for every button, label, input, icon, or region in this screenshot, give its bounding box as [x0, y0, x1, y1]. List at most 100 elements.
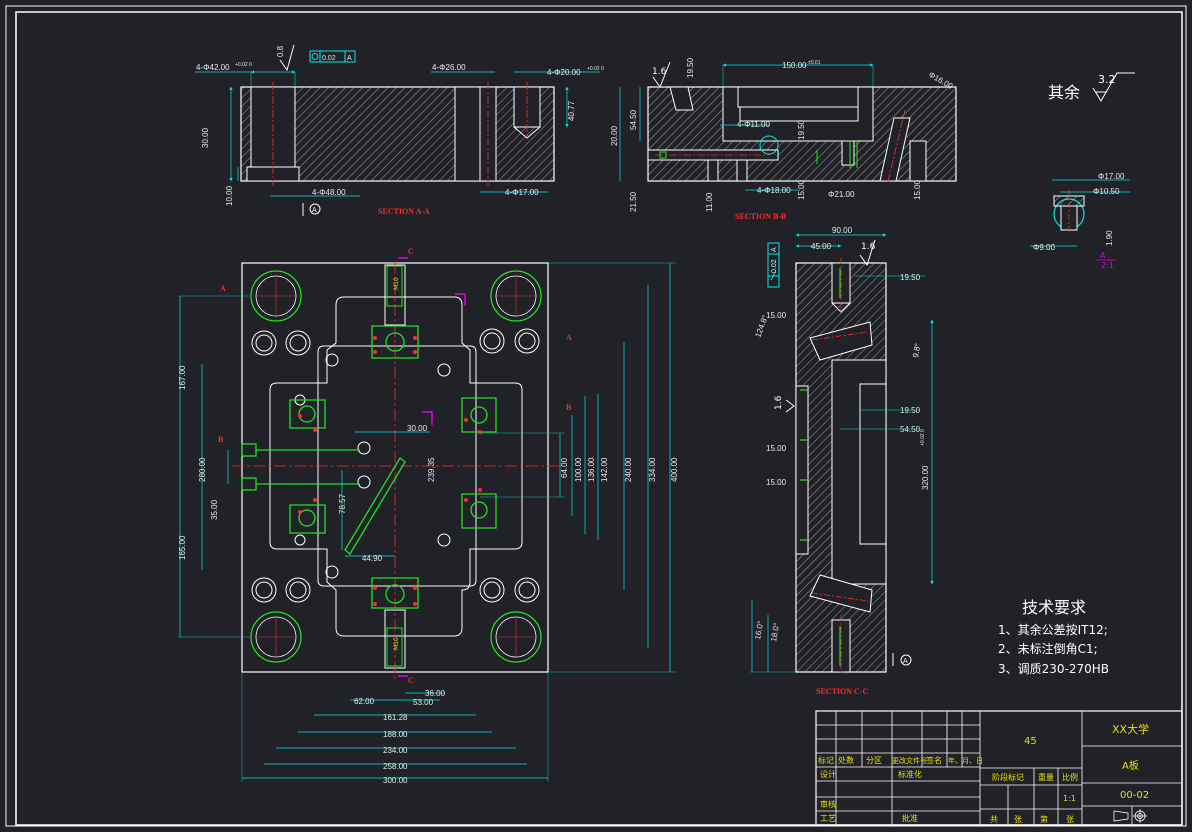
dim-b-d11: 4-Φ11.00: [737, 120, 770, 129]
dim-b-11: 11.00: [705, 192, 714, 212]
tb-proc: 工艺: [820, 814, 836, 823]
dim-c-1950: 19.50: [900, 273, 921, 282]
tb-zone: 分区: [866, 756, 882, 765]
dim-b-20: 20.00: [610, 125, 619, 146]
tb-weight: 重量: [1038, 772, 1054, 782]
dim-p-35: 35.00: [210, 499, 219, 520]
dim-c-15b: 15.00: [766, 444, 787, 453]
roughness-08: 0.8: [276, 45, 285, 57]
dim-p-300: 300.00: [383, 776, 408, 785]
dim-p-100: 100.00: [574, 457, 583, 482]
tb-sheets-total: 共: [990, 815, 998, 824]
rest-roughness: 其余 3.2: [1048, 72, 1135, 102]
tb-material: 45: [1024, 736, 1037, 747]
outer-frame: [5, 5, 1187, 827]
dim-d-9: Φ9.00: [1033, 243, 1056, 252]
title-block-text: 标记 处数 分区 更改文件号 签名 年、月、日 设计 标准化 审核 工艺 批准 …: [818, 722, 1149, 824]
tb-part-name: A板: [1122, 759, 1139, 772]
tech-requirements: 技术要求 1、其余公差按IT12; 2、未标注倒角C1; 3、调质230-270…: [998, 598, 1109, 676]
m10-top: M10: [393, 277, 400, 290]
section-c-c-view: 90.00 45.00 19.50 15.00 15.00 15.00 19.5…: [750, 226, 934, 696]
title-block: [815, 710, 1183, 826]
dim-c-45: 45.00: [811, 242, 832, 251]
dim-c-1950b: 19.50: [900, 406, 921, 415]
dim-a-17: 4-Φ17.00: [505, 188, 539, 197]
dim-a-42-tol: +0.02 0: [235, 62, 252, 68]
tech-line-2: 2、未标注倒角C1;: [998, 641, 1098, 656]
tech-line-3: 3、调质230-270HB: [998, 662, 1109, 676]
rest-value: 3.2: [1098, 73, 1116, 86]
dim-p-30: 30.00: [407, 424, 428, 433]
dim-a-10: 10.00: [225, 185, 234, 206]
projection-icon: [1113, 809, 1147, 823]
gdt-flatness: 0.02: [322, 55, 336, 62]
section-b-b-view: 150.00 ±0.01 19.50 54.50 20.00 21.50 11.…: [610, 57, 957, 221]
dim-b-d21: Φ21.00: [828, 190, 855, 199]
dim-p-239: 239.35: [427, 457, 436, 482]
dim-p-78: 78.57: [338, 493, 347, 514]
cut-b-left: B: [218, 435, 224, 444]
dim-a-40: 40.77: [567, 100, 576, 121]
dim-p-161: 161.28: [383, 713, 408, 722]
dim-b-15b: 15.00: [913, 179, 922, 200]
section-a-a-view: 4-Φ42.00 +0.02 0 4-Φ26.00 4-Φ20.00 +0.02…: [195, 44, 604, 216]
dim-a-20-tol: +0.02 0: [587, 66, 604, 72]
rest-label: 其余: [1048, 83, 1080, 102]
dim-a-26: 4-Φ26.00: [432, 63, 466, 72]
gdt-parallel: 0.02: [771, 259, 778, 273]
tb-approve: 批准: [902, 813, 918, 823]
cut-a-right: A: [566, 333, 572, 342]
tb-sheet-no: 第: [1040, 814, 1048, 824]
dim-b-15: 15.00: [797, 179, 806, 200]
dim-p-36: 36.00: [425, 689, 446, 698]
dim-c-ang1: 124.8°: [753, 314, 769, 339]
tb-sheets-unit: 张: [1014, 815, 1022, 824]
dim-p-53: 53.00: [413, 698, 434, 707]
dim-c-5450: 54.50: [900, 425, 921, 434]
tech-line-1: 1、其余公差按IT12;: [998, 622, 1108, 637]
gdt-datum: A: [347, 55, 352, 62]
roughness-16-side: 1.6: [774, 395, 784, 410]
roughness-16-b: 1.6: [652, 67, 667, 77]
dim-b-54: 54.50: [629, 109, 638, 130]
cut-b-right: B: [566, 403, 572, 412]
detail-label: A: [1100, 251, 1106, 260]
dim-c-320: 320.00: [921, 465, 930, 490]
dim-p-400: 400.00: [670, 457, 679, 482]
tb-stage: 阶段标记: [992, 772, 1024, 782]
dim-p-136: 136.00: [587, 457, 596, 482]
dim-c-ang2: 9.8°: [911, 343, 922, 359]
dim-d-17: Φ17.00: [1098, 172, 1125, 181]
cut-c-bottom: C: [408, 676, 414, 685]
dim-a-20: 4-Φ20.00: [547, 68, 581, 77]
dim-c-r18: 18.0°: [769, 622, 781, 642]
dim-p-240: 240.00: [624, 457, 633, 482]
inner-frame: [15, 11, 1183, 826]
dim-b-1950b: 19.50: [797, 119, 806, 140]
tb-sheet-unit: 张: [1066, 815, 1074, 824]
tb-std: 标准化: [898, 769, 922, 779]
datum-a-mark: A: [312, 206, 317, 214]
roughness-16-c: 1.6: [861, 242, 876, 252]
dim-c-90: 90.00: [832, 226, 853, 235]
tb-design: 设计: [820, 769, 836, 779]
tb-sign: 签名: [926, 755, 942, 765]
dim-b-19: 19.50: [686, 57, 695, 78]
dim-c-15a: 15.00: [766, 311, 787, 320]
detail-a-view: Φ17.00 Φ10.50 Φ9.00 1.90 A 2:1: [1030, 172, 1130, 270]
dim-b-d18: 4-Φ18.00: [757, 186, 791, 195]
dim-d-1050: Φ10.50: [1093, 187, 1120, 196]
tb-check: 审核: [820, 799, 836, 809]
dim-p-234: 234.00: [383, 746, 408, 755]
plan-view: A A B B C C M10 M10 167.00 280.00 35.00 …: [178, 247, 679, 785]
cut-a-left: A: [220, 284, 226, 293]
dim-p-167: 167.00: [178, 365, 187, 390]
detail-scale: 2:1: [1101, 261, 1114, 270]
dim-a-48: 4-Φ48.00: [312, 188, 346, 197]
dim-p-62: 62.00: [354, 697, 375, 706]
dim-a-30: 30.00: [201, 127, 210, 148]
tb-scale-label: 比例: [1062, 772, 1078, 782]
tb-drawing-no: 00-02: [1120, 790, 1149, 801]
tb-school: XX大学: [1112, 722, 1149, 736]
